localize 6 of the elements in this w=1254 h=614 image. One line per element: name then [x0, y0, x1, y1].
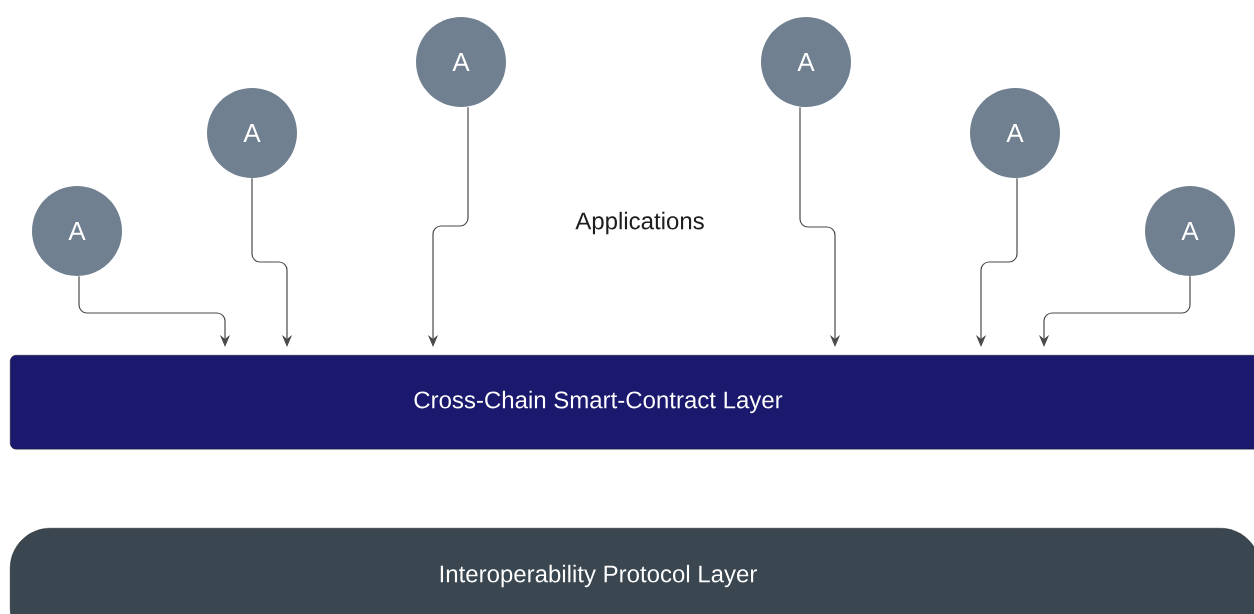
layer-bar: Interoperability Protocol Layer — [10, 528, 1254, 614]
layer-bar: Cross-Chain Smart-Contract Layer — [10, 355, 1254, 450]
section-label: Applications — [575, 211, 704, 235]
arrow — [251, 177, 293, 347]
arrow — [799, 106, 841, 347]
arrow — [78, 275, 231, 347]
